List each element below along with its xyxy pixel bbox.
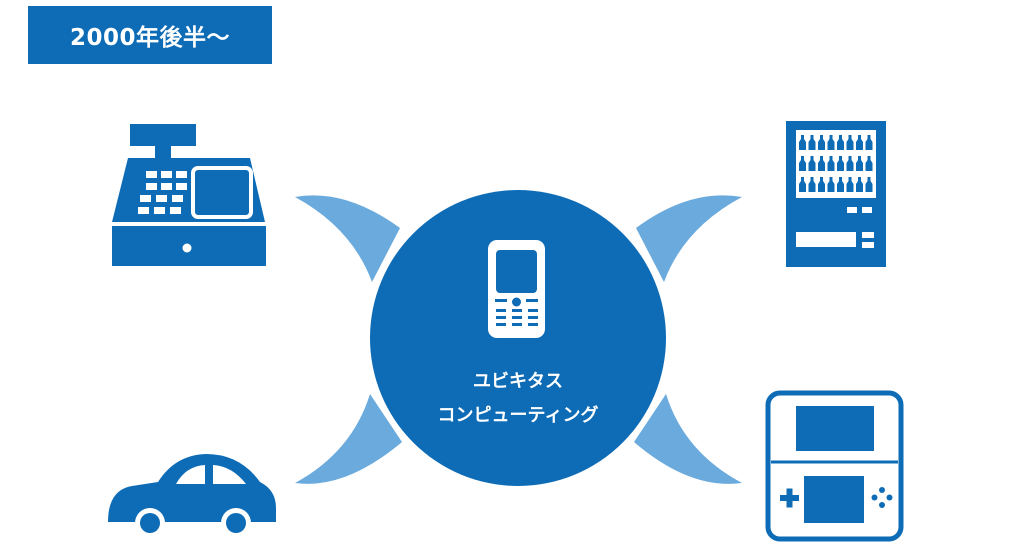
vending-machine-icon <box>786 121 886 267</box>
car-icon <box>108 454 276 538</box>
era-badge: 2000年後半～ <box>28 6 272 64</box>
connector-top-left <box>295 195 400 282</box>
handheld-game-console-icon <box>765 390 904 542</box>
connector-bottom-right <box>634 394 742 484</box>
connector-bottom-left <box>295 394 402 484</box>
hub-label-line1: ユビキタス <box>473 371 563 392</box>
connectors <box>295 195 742 484</box>
connector-top-right <box>636 195 742 282</box>
cash-register-icon <box>112 124 266 266</box>
mobile-phone-icon <box>488 240 545 338</box>
era-badge-text: 2000年後半～ <box>69 25 230 51</box>
hub-label-line2: コンピューティング <box>437 405 599 426</box>
